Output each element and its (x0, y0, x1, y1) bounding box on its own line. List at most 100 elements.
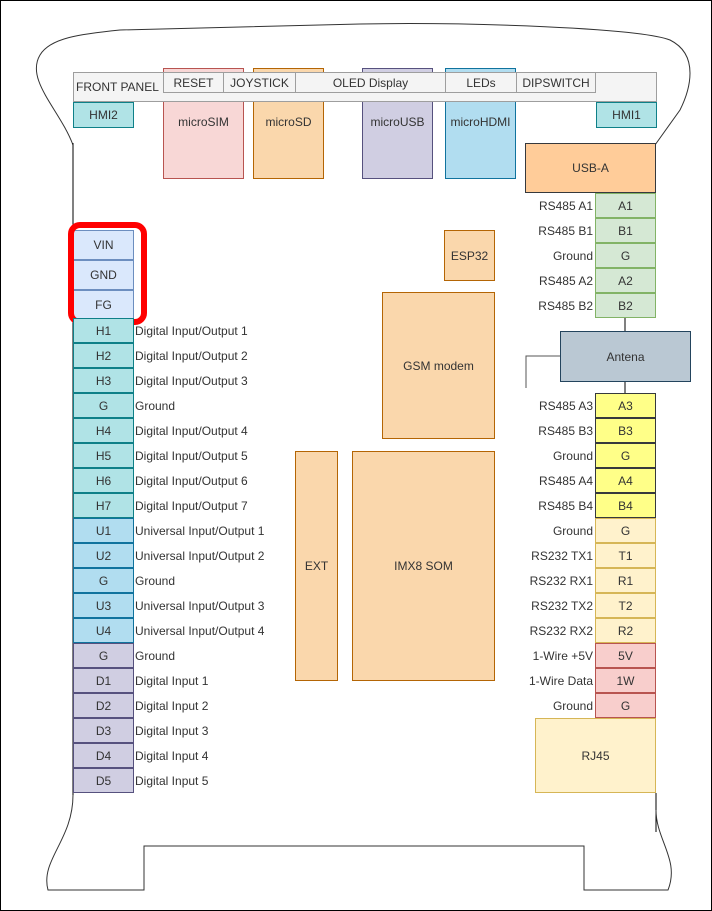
pin-b1: B1 (595, 218, 656, 243)
pin-description: Digital Input 3 (135, 723, 209, 738)
pin-g: G (595, 443, 656, 468)
pin-a1: A1 (595, 193, 656, 218)
enclosure-bottom-left-curve (46, 794, 672, 891)
gsm-modem-module: GSM modem (382, 292, 495, 439)
pin-b4: B4 (595, 493, 656, 518)
pin-a2: A2 (595, 268, 656, 293)
oled-display: OLED Display (295, 72, 446, 93)
pin-description: RS232 TX1 (531, 548, 593, 563)
pin-description: RS485 A3 (538, 398, 593, 413)
imx8-som-module: IMX8 SOM (352, 451, 495, 681)
pin-description: RS485 A4 (538, 473, 593, 488)
dipswitch[interactable]: DIPSWITCH (516, 72, 596, 93)
esp32-module: ESP32 (444, 230, 495, 281)
pin-b3: B3 (595, 418, 656, 443)
pin-description: RS485 B4 (538, 498, 593, 513)
pin-gnd: GND (73, 260, 134, 290)
ext-label: EXT (304, 559, 329, 573)
pin-h5: H5 (73, 443, 134, 468)
microhdmi-label: microHDMI (450, 115, 511, 129)
joystick-button[interactable]: JOYSTICK (223, 72, 296, 93)
pin-u3: U3 (73, 593, 134, 618)
esp32-label: ESP32 (450, 248, 489, 263)
pin-d4: D4 (73, 743, 134, 768)
pin-description: Ground (135, 648, 176, 663)
pin-description: Ground (552, 698, 593, 713)
gsm-modem-label: GSM modem (403, 358, 474, 373)
hmi1-label: HMI1 (612, 108, 641, 122)
pin-description: Ground (135, 573, 176, 588)
pin-description: Digital Input/Output 1 (135, 323, 248, 338)
microsd-label: microSD (265, 115, 312, 129)
pin-u2: U2 (73, 543, 134, 568)
imx8-som-label: IMX8 SOM (394, 559, 453, 573)
pin-description: RS485 B1 (538, 223, 593, 238)
microusb-label: microUSB (370, 115, 425, 129)
pin-description: Universal Input/Output 2 (135, 548, 265, 563)
pin-b2: B2 (595, 293, 656, 318)
hmi1-connector: HMI1 (596, 102, 657, 128)
pin-description: RS485 B3 (538, 423, 593, 438)
pin-h6: H6 (73, 468, 134, 493)
pin-h4: H4 (73, 418, 134, 443)
pin-description: 1-Wire Data (528, 673, 593, 688)
hmi2-connector: HMI2 (73, 102, 134, 128)
antenna-connector: Antena (560, 331, 691, 382)
pin-description: RS485 A2 (538, 273, 593, 288)
pin-description: Digital Input/Output 2 (135, 348, 248, 363)
pin-description: Digital Input/Output 7 (135, 498, 248, 513)
pin-g: G (73, 568, 134, 593)
pin-h7: H7 (73, 493, 134, 518)
pin-description: Digital Input 5 (135, 773, 209, 788)
pin-g: G (73, 643, 134, 668)
pin-description: Ground (552, 248, 593, 263)
pin-t2: T2 (595, 593, 656, 618)
pin-vin: VIN (73, 230, 134, 260)
reset-button[interactable]: RESET (163, 72, 224, 93)
pin-h3: H3 (73, 368, 134, 393)
pin-r2: R2 (595, 618, 656, 643)
leds-indicator: LEDs (445, 72, 517, 93)
pin-description: RS232 RX1 (529, 573, 593, 588)
pin-description: Digital Input 4 (135, 748, 209, 763)
pin-a4: A4 (595, 468, 656, 493)
power-pins-highlight (68, 222, 147, 325)
pin-description: Digital Input/Output 4 (135, 423, 248, 438)
usba-connector: USB-A (525, 143, 656, 193)
pin-description: Universal Input/Output 3 (135, 598, 265, 613)
pin-description: RS485 A1 (538, 198, 593, 213)
pin-description: Ground (552, 523, 593, 538)
antenna-label: Antena (606, 349, 645, 364)
pin-description: Ground (135, 398, 176, 413)
pin-description: Ground (552, 448, 593, 463)
pin-t1: T1 (595, 543, 656, 568)
pin-description: RS485 B2 (538, 298, 593, 313)
pin-u1: U1 (73, 518, 134, 543)
pin-1w: 1W (595, 668, 656, 693)
enclosure-top-curve (35, 23, 691, 146)
pin-h2: H2 (73, 343, 134, 368)
pin-a3: A3 (595, 393, 656, 418)
microsim-label: microSIM (178, 115, 229, 129)
pin-description: Digital Input/Output 5 (135, 448, 248, 463)
pin-description: Universal Input/Output 1 (135, 523, 265, 538)
pin-description: Digital Input 1 (135, 673, 209, 688)
pin-description: Universal Input/Output 4 (135, 623, 265, 638)
pin-description: Digital Input 2 (135, 698, 209, 713)
pin-g: G (595, 693, 656, 718)
pin-h1: H1 (73, 318, 134, 343)
pin-d5: D5 (73, 768, 134, 793)
ext-module: EXT (295, 451, 338, 681)
rj45-connector: RJ45 (535, 718, 656, 793)
pin-u4: U4 (73, 618, 134, 643)
pin-description: RS232 TX2 (531, 598, 593, 613)
pin-d3: D3 (73, 718, 134, 743)
pin-d2: D2 (73, 693, 134, 718)
antenna-wire-left (525, 355, 560, 388)
pin-description: RS232 RX2 (529, 623, 593, 638)
pin-description: Digital Input/Output 3 (135, 373, 248, 388)
pin-g: G (73, 393, 134, 418)
rj45-label: RJ45 (581, 748, 610, 763)
pin-d1: D1 (73, 668, 134, 693)
pin-description: 1-Wire +5V (532, 648, 593, 663)
